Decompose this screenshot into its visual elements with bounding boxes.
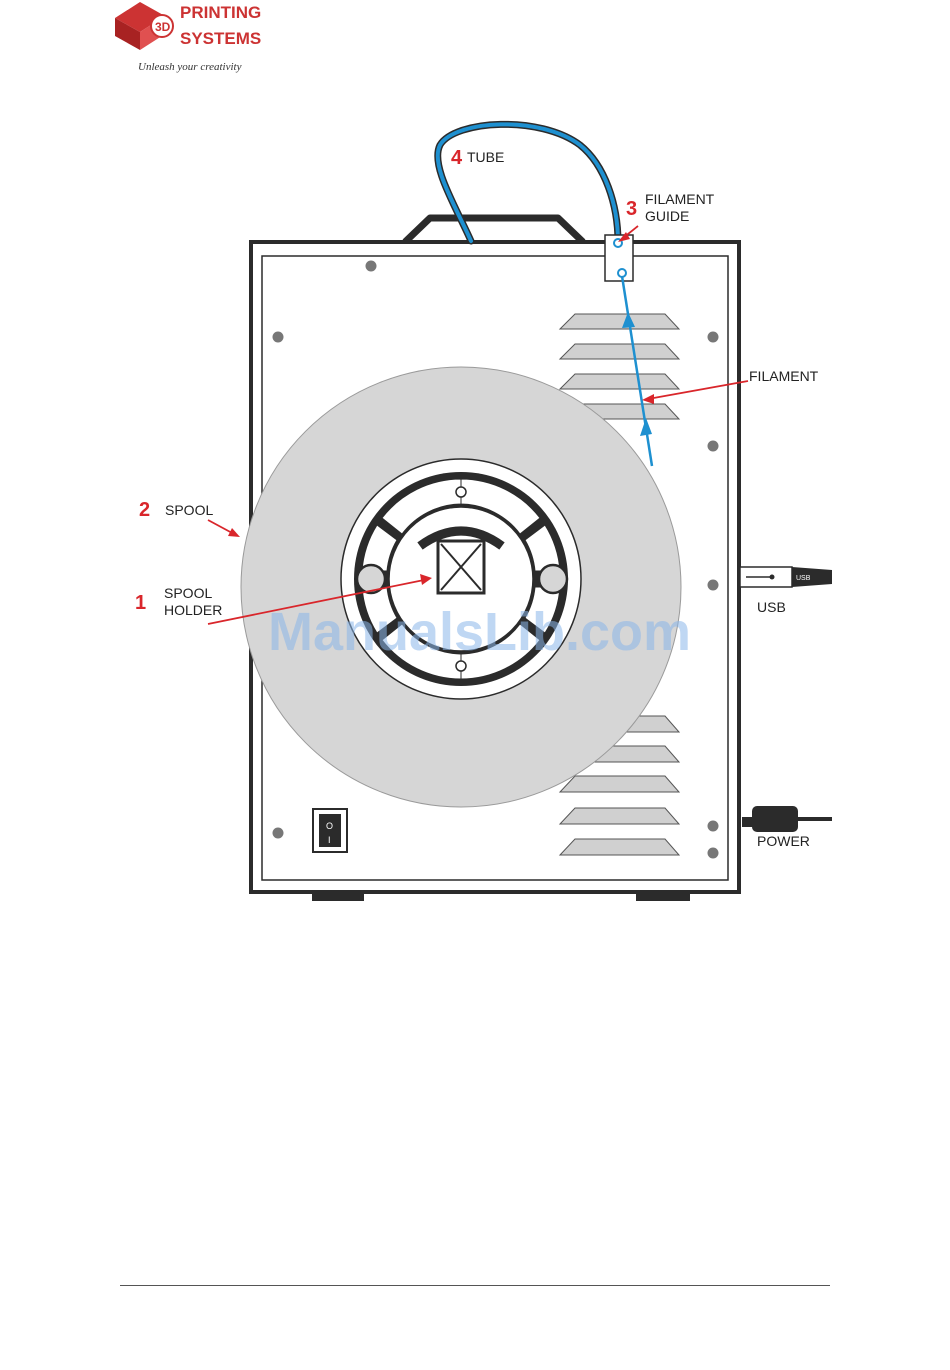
label-filament-guide-line-2: GUIDE xyxy=(645,208,689,224)
hub-pin-bottom xyxy=(456,661,466,671)
power-plug-tip xyxy=(742,817,752,827)
label-spool-holder-line-2: HOLDER xyxy=(164,602,222,618)
usb-connector: USB xyxy=(740,567,832,587)
louver xyxy=(560,839,679,855)
label-spool: SPOOL xyxy=(165,502,213,518)
label-tube: TUBE xyxy=(467,149,504,165)
arrowhead-spool xyxy=(228,528,240,537)
usb-plug-label: USB xyxy=(796,575,811,582)
filament-guide-hole-bottom xyxy=(618,269,626,277)
screw-right-top xyxy=(708,332,719,343)
label-usb: USB xyxy=(757,599,786,615)
screw-top xyxy=(366,261,377,272)
printer-handle xyxy=(405,218,583,242)
power-connector xyxy=(742,806,832,832)
screw-right-usb xyxy=(708,580,719,591)
screw-right-bottom-1 xyxy=(708,821,719,832)
screw-left-bottom xyxy=(273,828,284,839)
label-power: POWER xyxy=(757,833,810,849)
switch-on-mark: I xyxy=(328,835,331,845)
label-spool-number: 2 xyxy=(139,499,150,521)
hub-pin-top xyxy=(456,487,466,497)
screw-right-mid xyxy=(708,441,719,452)
louver xyxy=(560,808,679,824)
hub-roller-right xyxy=(539,565,567,593)
screw-right-bottom-2 xyxy=(708,848,719,859)
power-plug-body xyxy=(752,806,798,832)
feed-tube xyxy=(438,124,618,242)
louver xyxy=(560,374,679,389)
louver xyxy=(560,314,679,329)
usb-symbol-dot xyxy=(770,575,775,580)
label-filament-guide-number: 3 xyxy=(626,198,637,220)
label-filament-guide-line-1: FILAMENT xyxy=(645,191,715,207)
watermark: ManualsLib.com xyxy=(268,602,691,662)
switch-off-mark: O xyxy=(326,821,333,831)
label-spool-holder-number: 1 xyxy=(135,592,146,614)
label-filament: FILAMENT xyxy=(749,368,819,384)
label-tube-number: 4 xyxy=(451,147,463,169)
louver xyxy=(560,776,679,792)
label-spool-holder-line-1: SPOOL xyxy=(164,585,212,601)
louver xyxy=(560,344,679,359)
screw-left-top xyxy=(273,332,284,343)
footer-rule xyxy=(120,1285,830,1286)
